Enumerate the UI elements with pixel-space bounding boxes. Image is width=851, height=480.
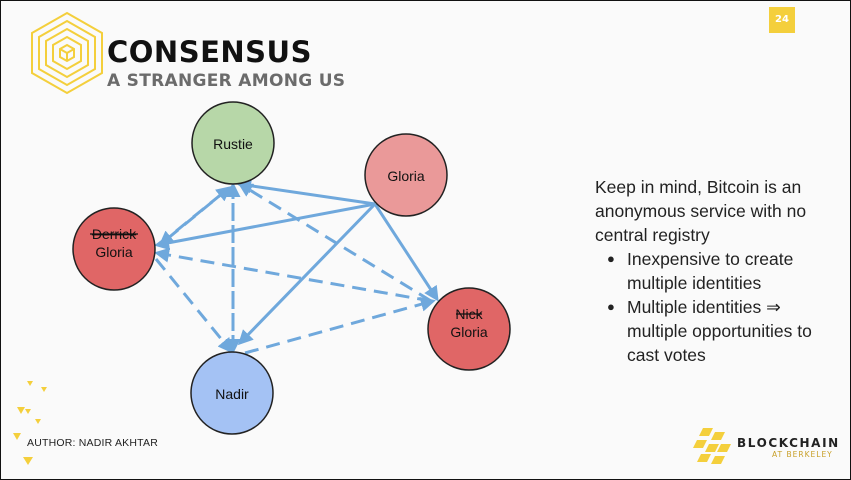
edge-rustie-to-derrick bbox=[158, 186, 230, 246]
node-nadir-label: Nadir bbox=[215, 386, 249, 402]
edge-nick-to-rustie bbox=[237, 182, 432, 303]
brand-subtitle: AT BERKELEY bbox=[772, 450, 833, 459]
edge-nick-to-derrick bbox=[154, 247, 432, 303]
edge-gloria-to-nadir bbox=[237, 202, 377, 346]
notes-text: Keep in mind, Bitcoin is an anonymous se… bbox=[595, 175, 840, 367]
node-derrick-label: Gloria bbox=[95, 244, 133, 260]
edge-derrick-to-nadir bbox=[154, 258, 233, 354]
node-gloria-top: Gloria bbox=[364, 133, 448, 217]
node-nick-gloria: Nick Gloria bbox=[427, 287, 511, 371]
slide-title: CONSENSUS bbox=[107, 35, 312, 69]
page-number-badge: 24 bbox=[769, 7, 795, 33]
node-rustie: Rustie bbox=[191, 101, 275, 185]
slide-subtitle: A STRANGER AMONG US bbox=[107, 71, 346, 91]
blockchain-logo-icon bbox=[693, 428, 731, 464]
node-nick-label: Gloria bbox=[450, 324, 488, 340]
author-credit: AUTHOR: NADIR AKHTAR bbox=[27, 437, 158, 449]
notes-intro: Keep in mind, Bitcoin is an anonymous se… bbox=[595, 177, 807, 245]
hexagon-logo-icon bbox=[31, 11, 103, 95]
edge-gloria-to-derrick bbox=[154, 202, 376, 251]
edge-gloria-to-rustie bbox=[236, 178, 376, 206]
node-gloria-top-label: Gloria bbox=[387, 168, 425, 184]
notes-bullet: Multiple identities ⇒ multiple opportuni… bbox=[607, 295, 840, 367]
edge-gloria-to-nick bbox=[373, 203, 439, 302]
notes-bullet-list: Inexpensive to create multiple identitie… bbox=[595, 247, 840, 367]
node-nadir: Nadir bbox=[190, 351, 274, 435]
node-derrick-gloria: Derrick Gloria bbox=[72, 207, 156, 291]
decorative-triangles-icon bbox=[13, 381, 47, 465]
notes-bullet: Inexpensive to create multiple identitie… bbox=[607, 247, 840, 295]
node-rustie-label: Rustie bbox=[213, 136, 253, 152]
brand-name: BLOCKCHAIN bbox=[737, 436, 840, 450]
edge-nadir-to-nick bbox=[244, 296, 436, 355]
